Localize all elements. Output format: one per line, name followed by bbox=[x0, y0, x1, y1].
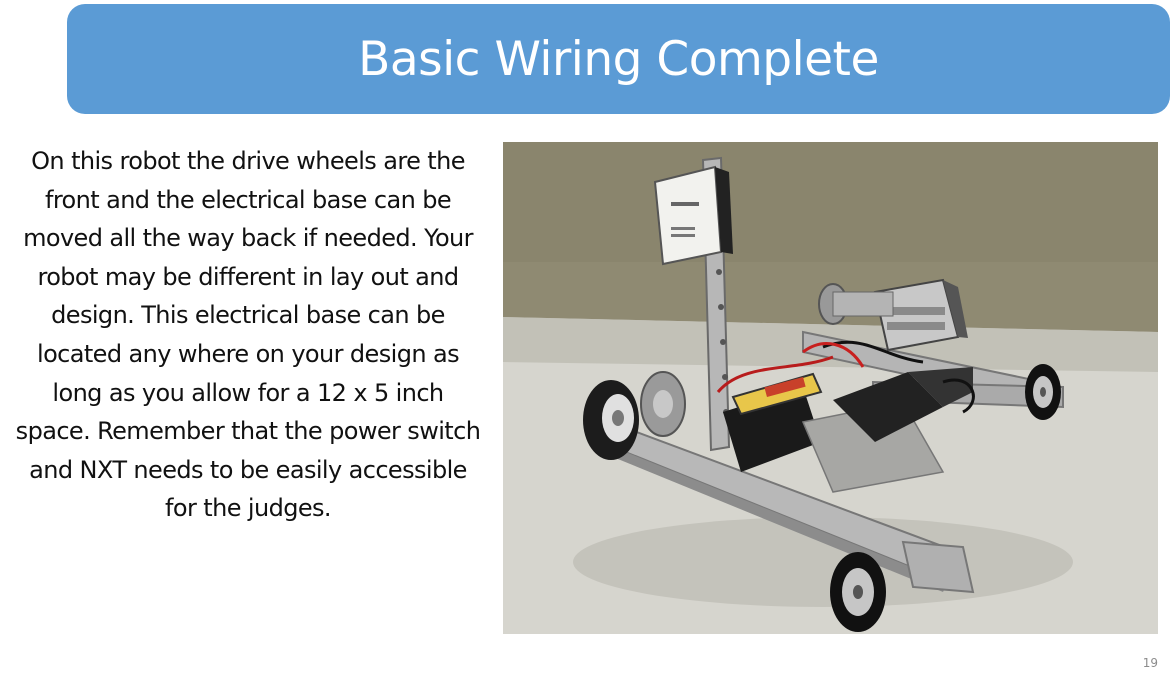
title-banner: Basic Wiring Complete bbox=[67, 4, 1170, 114]
slide-number: 19 bbox=[1142, 656, 1158, 670]
robot-photo bbox=[503, 142, 1158, 634]
nxt-brick bbox=[873, 278, 968, 352]
slide-body-text: On this robot the drive wheels are the f… bbox=[15, 147, 481, 523]
left-wheel bbox=[583, 371, 686, 460]
sensor-box bbox=[653, 165, 733, 266]
battery-pack bbox=[723, 372, 823, 472]
omni-wheel-front bbox=[830, 552, 886, 632]
slide-title: Basic Wiring Complete bbox=[358, 31, 879, 87]
motor-controller bbox=[833, 367, 973, 442]
omni-wheel-right bbox=[1025, 364, 1061, 420]
